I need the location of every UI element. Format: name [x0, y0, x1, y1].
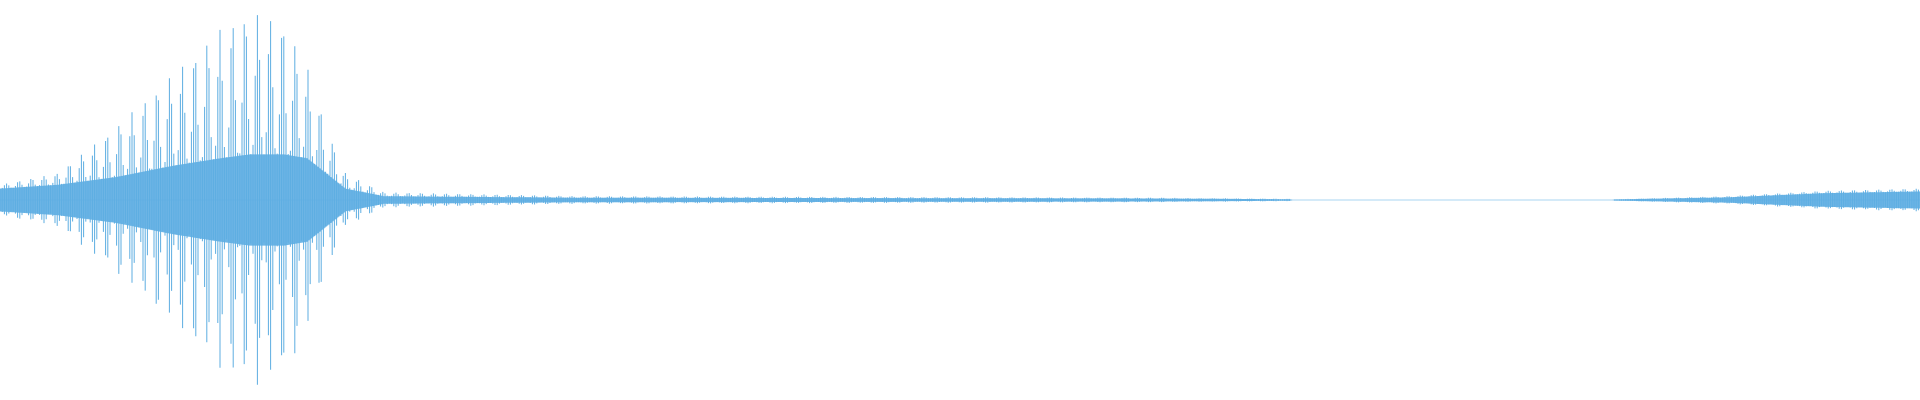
- waveform-body: [0, 154, 1920, 246]
- waveform-samples: [0, 15, 1920, 385]
